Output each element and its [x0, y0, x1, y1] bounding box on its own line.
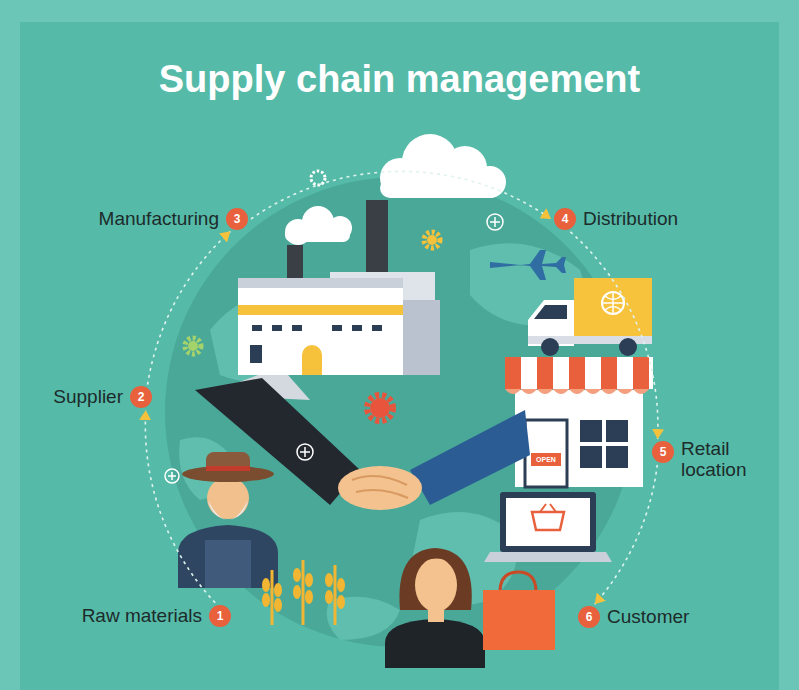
- flow-arrow: [148, 231, 231, 384]
- step-circle: Customer6: [578, 606, 600, 628]
- step-circle: Raw materials1: [209, 605, 231, 627]
- callout-number: 5: [660, 446, 667, 458]
- callout-number: 4: [562, 213, 569, 225]
- step-label: Distribution: [581, 209, 680, 230]
- step-circle: Distribution4: [554, 208, 576, 230]
- flow-arrow: [570, 232, 658, 439]
- flow-arrow: [595, 465, 658, 604]
- step-label: Supplier: [51, 387, 125, 408]
- callout-number: 6: [586, 611, 593, 623]
- step-circle: Retail location5: [652, 441, 674, 463]
- title: Supply chain management: [0, 58, 799, 101]
- flow-arrow: [251, 171, 551, 219]
- flow-arrow: [145, 410, 215, 603]
- step-circle: Supplier2: [130, 386, 152, 408]
- sign-text: OPEN: [536, 456, 556, 463]
- step-label: Retail location: [679, 439, 763, 481]
- callout-number: 2: [138, 391, 145, 403]
- step-label: Customer: [605, 607, 691, 628]
- step-label: Manufacturing: [97, 209, 221, 230]
- callout-number: 3: [234, 213, 241, 225]
- callout-number: 1: [217, 610, 224, 622]
- step-label: Raw materials: [80, 606, 204, 627]
- step-circle: Manufacturing3: [226, 208, 248, 230]
